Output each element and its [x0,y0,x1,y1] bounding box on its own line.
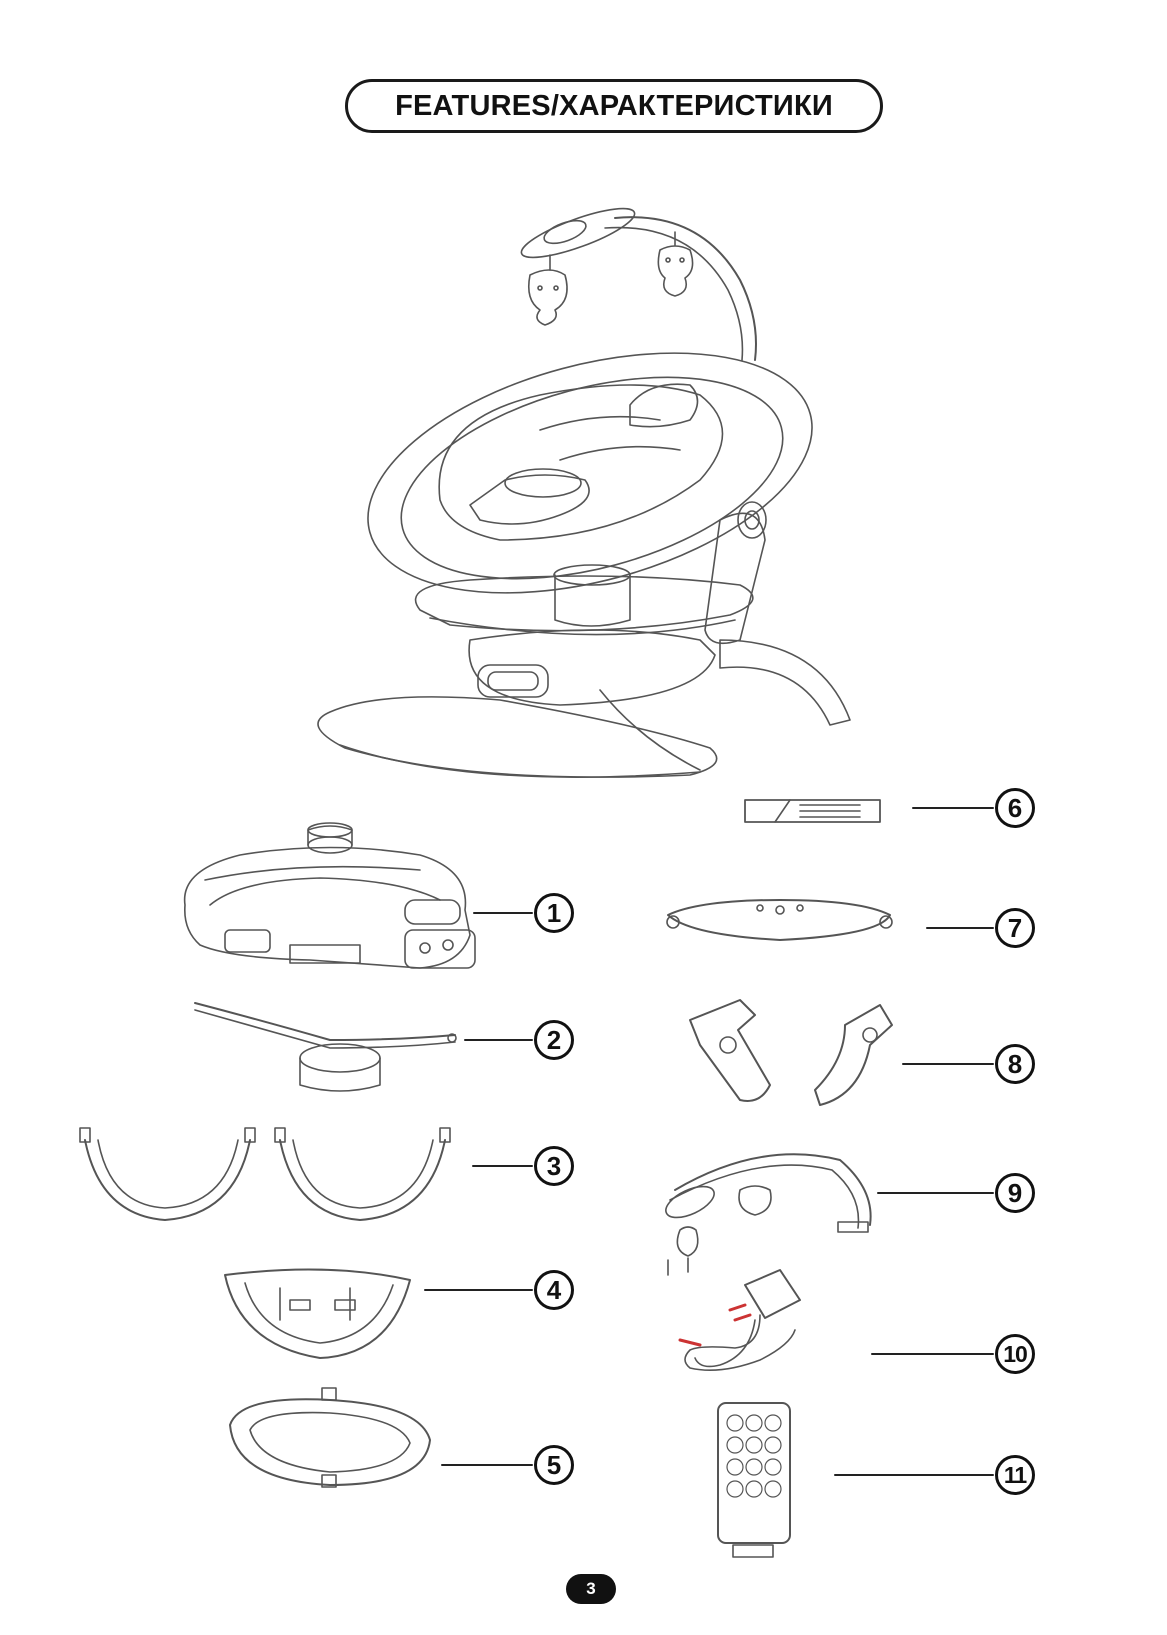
callout-number: 1 [547,898,561,929]
part-5-seat-ring [230,1388,430,1487]
callout-11: 11 [995,1455,1035,1495]
callout-number: 4 [547,1275,561,1306]
callout-9: 9 [995,1173,1035,1213]
callout-number: 6 [1008,793,1022,824]
part-2-support-bar [195,1003,456,1091]
callout-number: 11 [1004,1462,1026,1489]
callout-8: 8 [995,1044,1035,1084]
callout-number: 7 [1008,913,1022,944]
callout-7: 7 [995,908,1035,948]
assembled-swing-drawing [318,199,850,777]
callout-10: 10 [995,1334,1035,1374]
callout-number: 3 [547,1151,561,1182]
part-7-bar [667,900,892,940]
callout-number: 2 [547,1025,561,1056]
page-number: 3 [566,1574,616,1604]
part-10-power-adapter [680,1270,800,1370]
part-9-toy-arch [661,1154,870,1275]
callout-4: 4 [534,1270,574,1310]
callout-6: 6 [995,788,1035,828]
part-4-seat-shell [225,1270,410,1358]
callout-3: 3 [534,1146,574,1186]
leader-lines [425,808,993,1475]
part-8-brackets [690,1000,892,1105]
callout-2: 2 [534,1020,574,1060]
part-11-remote [718,1403,790,1557]
callout-5: 5 [534,1445,574,1485]
callout-1: 1 [534,893,574,933]
callout-number: 10 [1003,1341,1027,1368]
part-6-connector [745,800,880,822]
callout-number: 5 [547,1450,561,1481]
callout-number: 8 [1008,1049,1022,1080]
page-number-text: 3 [586,1579,595,1599]
part-3-frame-halves [80,1128,450,1220]
part-1-motor-base [185,823,475,968]
callout-number: 9 [1008,1178,1022,1209]
